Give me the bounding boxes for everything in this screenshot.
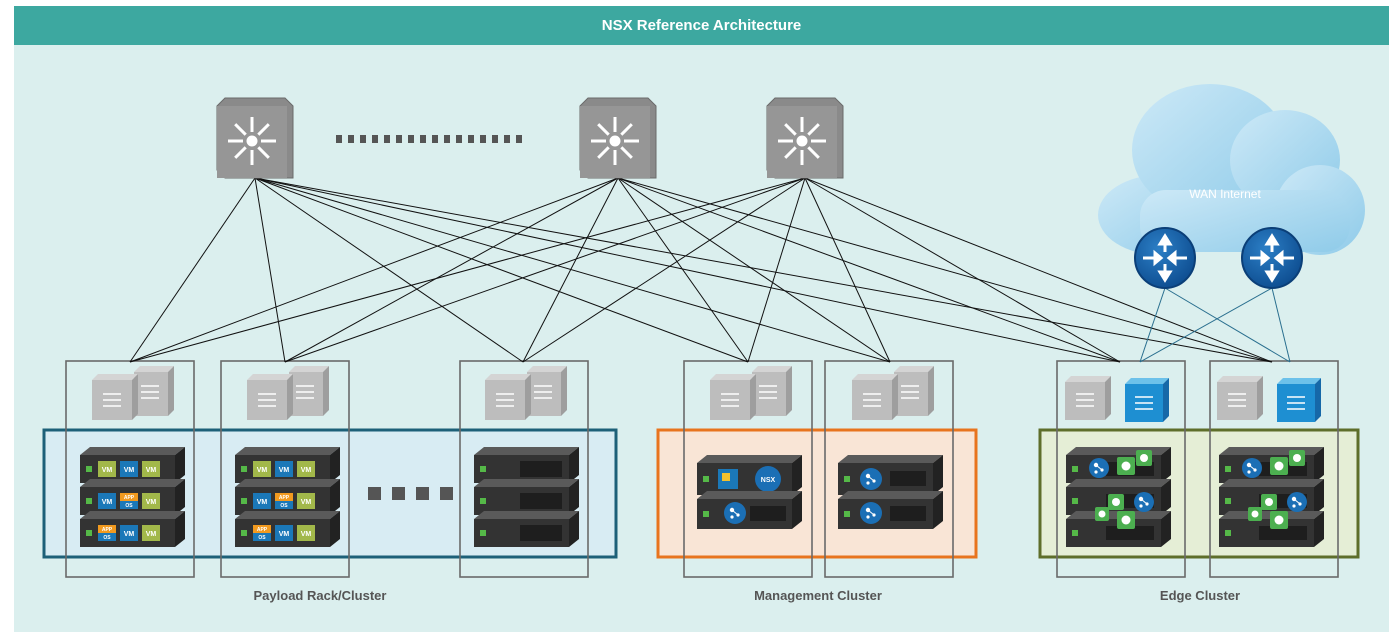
vm-label: VM <box>146 499 157 506</box>
vm-label: VM <box>146 467 157 474</box>
leaf-switch-5 <box>852 366 934 420</box>
leaf-switch-7 <box>1217 376 1321 422</box>
spine-switch-1 <box>216 97 294 179</box>
vm-label: VM <box>124 531 135 538</box>
edge-rack-2 <box>1209 360 1339 578</box>
vm-label: VM <box>279 531 290 538</box>
controller-icon <box>1242 458 1262 478</box>
edge-service-icon <box>1108 494 1124 510</box>
controller-icon <box>860 468 882 490</box>
vm-label: VM <box>124 467 135 474</box>
payload-server-stack-1: VM VM VM VM APP OS VM APP OS VM VM <box>80 447 185 547</box>
leaf-switch-4 <box>710 366 792 420</box>
os-label: OS <box>258 535 266 541</box>
vm-label: VM <box>301 467 312 474</box>
nsx-manager-icon <box>755 466 781 492</box>
edge-service-icon <box>1289 450 1305 466</box>
spine-switch-3 <box>766 97 844 179</box>
edge-service-icon <box>1136 450 1152 466</box>
os-label: OS <box>103 535 111 541</box>
router-arrows-icon <box>1250 233 1294 283</box>
title-bar: NSX Reference Architecture <box>14 6 1389 45</box>
controller-icon <box>1134 492 1154 512</box>
vm-label: VM <box>301 499 312 506</box>
spine-switch-2 <box>579 97 657 179</box>
edge-server-stack-2 <box>1219 447 1324 547</box>
app-label: APP <box>279 495 290 501</box>
management-server-stack-2 <box>838 455 943 529</box>
vm-label: VM <box>257 467 268 474</box>
nsx-label: NSX <box>761 477 776 484</box>
vm-label: VM <box>102 499 113 506</box>
cloud-label: WAN Internet <box>1189 187 1261 201</box>
leaf-switch-1 <box>92 366 174 420</box>
leaf-switch-6 <box>1065 376 1169 422</box>
app-label: APP <box>102 527 113 533</box>
edge-service-icon <box>1095 507 1109 521</box>
controller-icon <box>1287 492 1307 512</box>
router-arrows-icon <box>1143 233 1187 283</box>
switch-arrows-icon <box>778 117 826 165</box>
spine-ellipsis <box>336 135 522 143</box>
os-label: OS <box>125 503 133 509</box>
fabric-links <box>129 177 1291 363</box>
payload-ellipsis <box>368 487 453 500</box>
vm-label: VM <box>279 467 290 474</box>
edge-service-icon <box>1261 494 1277 510</box>
payload-server-stack-2: VM VM VM VM APP OS VM APP OS VM VM <box>235 447 340 547</box>
switch-arrows-icon <box>591 117 639 165</box>
edge-rack-1 <box>1056 360 1186 578</box>
edge-service-icon <box>1248 507 1262 521</box>
controller-icon <box>724 502 746 524</box>
edge-service-icon <box>1270 511 1288 529</box>
controller-icon <box>860 502 882 524</box>
leaf-switch-3 <box>485 366 567 420</box>
vm-label: VM <box>146 531 157 538</box>
app-label: APP <box>257 527 268 533</box>
leaf-switch-2 <box>247 366 329 420</box>
vm-label: VM <box>102 467 113 474</box>
payload-cluster-label: Payload Rack/Cluster <box>254 588 387 603</box>
edge-server-stack-1 <box>1066 447 1171 547</box>
payload-rack-1 <box>65 360 195 578</box>
management-cluster-label: Management Cluster <box>754 588 882 603</box>
wan-router-1 <box>1134 227 1196 289</box>
servers: VM VM VM VM APP OS VM APP OS VM VM VM VM VM VM APP OS VM A… <box>80 447 1324 547</box>
edge-service-icon <box>1117 511 1135 529</box>
edge-cluster-label: Edge Cluster <box>1160 588 1240 603</box>
edge-service-icon <box>1117 457 1135 475</box>
edge-service-icon <box>1270 457 1288 475</box>
controller-icon <box>1089 458 1109 478</box>
wan-router-2 <box>1241 227 1303 289</box>
app-label: APP <box>124 495 135 501</box>
os-label: OS <box>280 503 288 509</box>
vm-label: VM <box>257 499 268 506</box>
wan-cloud: WAN Internet <box>1098 84 1365 255</box>
vm-label: VM <box>301 531 312 538</box>
management-server-stack-1: NSX <box>697 455 802 529</box>
spine-switches <box>216 97 844 179</box>
switch-arrows-icon <box>228 117 276 165</box>
diagram-title: NSX Reference Architecture <box>601 17 802 34</box>
leaf-switches <box>92 366 1321 422</box>
payload-server-stack-3 <box>474 447 579 547</box>
